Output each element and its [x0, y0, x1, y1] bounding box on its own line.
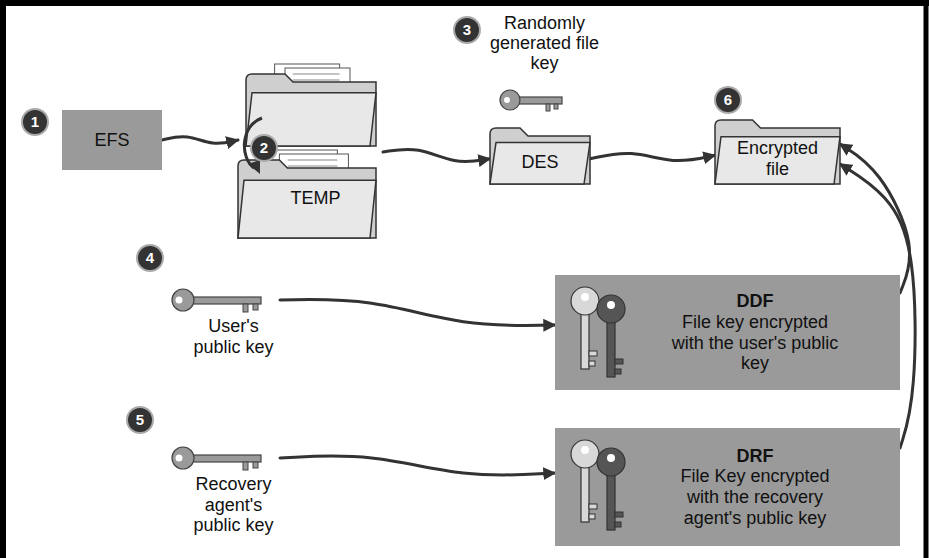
- key-shaft: [607, 321, 615, 377]
- key-pair-icon: [571, 440, 625, 530]
- key-head: [172, 447, 194, 469]
- key-head: [597, 295, 625, 323]
- folder-icon: [246, 64, 376, 146]
- key-tooth: [243, 304, 248, 312]
- key-tooth: [589, 504, 597, 509]
- key-shaft: [607, 474, 615, 530]
- paper-line: [293, 80, 340, 81]
- file-key-icon: [500, 90, 562, 111]
- paper-line: [288, 166, 338, 167]
- process-box: EFS: [62, 110, 162, 170]
- node-text: EFS: [68, 130, 156, 151]
- frame-line: [0, 0, 929, 6]
- key-hole: [581, 293, 589, 301]
- callout-number: 6: [716, 88, 740, 112]
- key-icon: [172, 289, 261, 312]
- node-text: TEMP: [278, 188, 353, 209]
- key-shaft: [191, 297, 261, 304]
- key-tooth: [554, 104, 558, 109]
- key-pair-icon: [571, 287, 625, 377]
- folder-front: [238, 180, 376, 238]
- text-group: TEMP: [278, 188, 353, 209]
- key-hole: [176, 455, 183, 462]
- node-text: File Key encrypted with the recovery age…: [670, 466, 840, 528]
- key-hole: [581, 446, 589, 454]
- frame-line: [924, 0, 929, 558]
- node-text: User's public key: [187, 316, 280, 357]
- key-hole: [607, 454, 615, 462]
- key-head: [571, 287, 599, 315]
- folder-front: [490, 143, 590, 184]
- key-head: [500, 90, 520, 110]
- key-tooth: [546, 104, 550, 111]
- box-heading: DDF: [670, 291, 840, 312]
- callout-number: 5: [128, 408, 152, 432]
- paper-line: [293, 74, 340, 75]
- key-tooth: [589, 361, 595, 366]
- callout-number: 3: [455, 18, 479, 42]
- key-shaft: [191, 455, 261, 462]
- text-group: User's public key: [187, 316, 280, 357]
- key-tooth: [253, 304, 258, 310]
- key-caption: Randomly generated file key: [487, 14, 602, 73]
- key-icon: [172, 447, 261, 470]
- key-head: [571, 440, 599, 468]
- encrypted-file-folder: Encrypted file: [715, 120, 840, 184]
- box-fill: [62, 110, 162, 170]
- text-group: Recovery agent's public key: [187, 474, 280, 536]
- text-group: DRFFile Key encrypted with the recovery …: [670, 446, 840, 529]
- box-fill: [555, 428, 900, 546]
- key-shaft: [581, 466, 589, 522]
- key-shaft: [518, 97, 562, 104]
- key-field-box: DRFFile Key encrypted with the recovery …: [555, 428, 900, 546]
- flow-arrow: [280, 300, 555, 326]
- key-shaft: [581, 313, 589, 369]
- key-tooth: [589, 351, 597, 356]
- node-text: Recovery agent's public key: [187, 474, 280, 536]
- flow-arrow: [383, 149, 490, 161]
- key-tooth: [615, 522, 621, 527]
- key-field-box: DDFFile key encrypted with the user's pu…: [555, 275, 900, 390]
- paper-line: [288, 160, 338, 161]
- copy-arrow-head: [248, 160, 260, 174]
- key-hole: [176, 297, 183, 304]
- text-group: DDFFile key encrypted with the user's pu…: [670, 291, 840, 374]
- key-tooth: [253, 462, 258, 468]
- callout-number: 2: [252, 136, 276, 160]
- public-key: User's public key: [165, 282, 280, 362]
- key-hole: [504, 97, 510, 103]
- node-text: File key encrypted with the user's publi…: [670, 312, 840, 374]
- folder-icon: [715, 120, 840, 184]
- flow-arrow: [590, 153, 715, 160]
- key-head: [597, 448, 625, 476]
- key-tooth: [589, 514, 595, 519]
- box-fill: [555, 275, 900, 390]
- text-group: Encrypted file: [723, 138, 832, 179]
- key-head: [172, 289, 194, 311]
- folder-back: [715, 120, 840, 184]
- folder-back: [490, 128, 590, 184]
- folder-icon: [490, 128, 590, 184]
- flow-arrow: [280, 456, 555, 475]
- frame-line: [0, 0, 6, 558]
- text-group: EFS: [68, 130, 156, 151]
- box-heading: DRF: [670, 446, 840, 467]
- text-group: DES: [496, 152, 584, 173]
- des-folder: DES: [490, 128, 590, 184]
- node-text: DES: [496, 152, 584, 173]
- key-tooth: [615, 359, 623, 364]
- public-key: Recovery agent's public key: [165, 440, 280, 540]
- callout-number: 1: [23, 110, 47, 134]
- key-hole: [607, 301, 615, 309]
- flow-arrow: [162, 137, 238, 144]
- folder-front: [715, 137, 840, 184]
- node-text: Encrypted file: [723, 138, 832, 179]
- key-tooth: [615, 512, 623, 517]
- key-tooth: [615, 369, 621, 374]
- key-tooth: [243, 462, 248, 470]
- folder-back: [238, 160, 376, 238]
- callout-number: 4: [138, 246, 162, 270]
- folder-icon: [238, 150, 376, 238]
